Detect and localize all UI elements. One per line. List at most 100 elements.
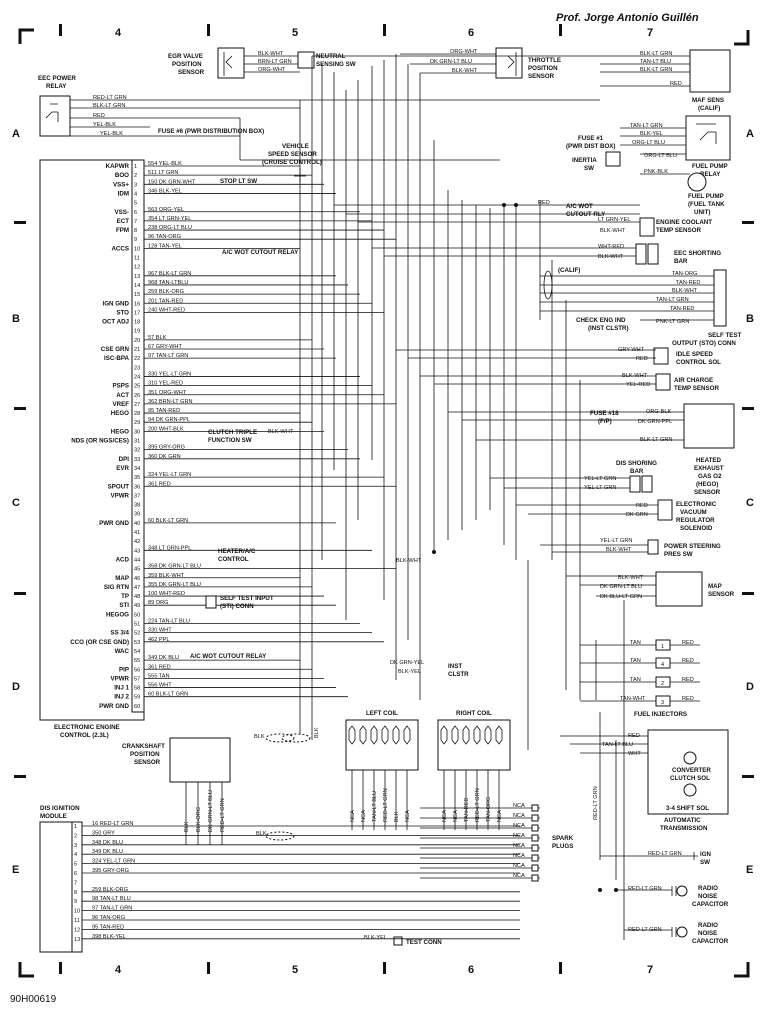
- radio-cap2-label-2: NOISE: [698, 930, 717, 937]
- coil-wire: NCA: [497, 810, 503, 822]
- dis-module-label-1: DIS IGNITION: [40, 805, 80, 812]
- dis-pin-number: 12: [74, 927, 80, 933]
- ecu-pin-wire: 556 WHT: [148, 683, 172, 689]
- maf-sensor-box: [689, 49, 731, 93]
- wire-maf-3: BLK-LT GRN: [640, 67, 672, 73]
- ecu-pin-number: 38: [134, 503, 140, 509]
- egr-label-1: EGR VALVE: [168, 53, 203, 60]
- wire-ps-2: BLK-WHT: [606, 547, 632, 553]
- eec-relay-label-2: RELAY: [46, 83, 67, 90]
- spark-plug-wire: NCA: [513, 853, 525, 859]
- maf-wires: BLK-LT GRN TAN-LT BLU BLK-LT GRN RED: [600, 51, 690, 87]
- map-sensor-box: [655, 571, 703, 607]
- ecu-pin-wire: 330 WHT: [148, 628, 172, 634]
- ecu-pin-wire: 201 TAN-RED: [148, 298, 183, 304]
- heater-ac-label-2: CONTROL: [218, 556, 249, 563]
- dis-pin-number: 8: [74, 890, 77, 896]
- ect-label-2: TEMP SENSOR: [656, 227, 701, 234]
- spark-plug-wire: NCA: [513, 843, 525, 849]
- zone-right-e: E: [746, 864, 753, 876]
- idle-speed-sol-box: [653, 347, 669, 365]
- dis-shorting-label-1: DIS SHORING: [616, 460, 657, 467]
- corner-marks: [18, 28, 750, 978]
- dis-pin-wire: 350 GRY: [92, 830, 115, 836]
- ecu-pin-number: 54: [134, 649, 140, 655]
- wire-eec-5: YEL-BLK: [100, 131, 123, 137]
- wire-sto-3: BLK-WHT: [672, 288, 698, 294]
- ecu-pin-wire: 60 BLK-LT GRN: [148, 692, 188, 698]
- dis-connector: [71, 821, 83, 953]
- coil-wire: TAN-ORG: [486, 797, 492, 822]
- ecu-pin-number: 42: [134, 539, 140, 545]
- ecu-pin-wire: 462 PPL: [148, 637, 169, 643]
- ecu-pin-label: OCT ADJ: [102, 319, 129, 326]
- ecu-pin-number: 10: [134, 246, 140, 252]
- eec-shorting-label-1: EEC SHORTING: [674, 250, 721, 257]
- ecu-pin-number: 40: [134, 521, 140, 527]
- ecu-pin-wire: 359 BLK-WHT: [148, 573, 185, 579]
- zone-left-a: A: [12, 128, 20, 140]
- ecu-pin-label: INJ 2: [114, 694, 129, 701]
- dis-pin-number: 7: [74, 880, 77, 886]
- ecu-pin-label: INJ 1: [114, 685, 129, 692]
- wire-map-2: DK GRN-LT BLU: [600, 584, 642, 590]
- wire-inst-2: BLK-YEL: [398, 669, 421, 675]
- ecu-pin-wire: 555 TAN: [148, 673, 170, 679]
- ecu-pin-number: 3: [134, 182, 137, 188]
- converter-label-1: CONVERTER: [672, 767, 711, 774]
- dis-pin-number: 10: [74, 909, 80, 915]
- ecu-pin-label: KAPWR: [106, 163, 130, 170]
- wire-eec-2: BLK-LT GRN: [93, 103, 125, 109]
- zone-right-b: B: [746, 313, 754, 325]
- left-coil-label: LEFT COIL: [366, 710, 398, 717]
- ecu-pin-number: 41: [134, 530, 140, 536]
- fuse1-label-2: (PWR DIST BOX): [566, 143, 616, 150]
- ecu-pin-label: ECT: [117, 218, 130, 225]
- spark-plugs-label-2: PLUGS: [552, 843, 573, 850]
- wire-cap1: RED-LT GRN: [628, 886, 662, 892]
- throttle-label-1: THROTTLE: [528, 57, 561, 64]
- eec-relay-box: [39, 95, 71, 137]
- crank-label-1: CRANKSHAFT: [122, 743, 165, 750]
- ecu-pin-number: 11: [134, 256, 140, 262]
- wire-ac-wot: RED: [538, 200, 550, 206]
- self-test-label-2: OUTPUT (STO) CONN: [672, 340, 736, 347]
- coil-wire: RED-LT GRN: [475, 788, 481, 822]
- ecu-pin-label: PSPS: [112, 383, 129, 390]
- wire-hego-2: DK GRN-PPL: [638, 419, 672, 425]
- clutch-triple-label-2: FUNCTION SW: [208, 437, 252, 444]
- crank-sensor-box: [169, 737, 231, 783]
- crank-wire: RED-LT GRN: [220, 798, 226, 832]
- ecu-pin-number: 55: [134, 658, 140, 664]
- inertia-label-2: SW: [584, 165, 594, 172]
- wire-red-lt-grn-vert: RED-LT GRN: [593, 786, 599, 820]
- ecu-pin-wire: 128 TAN-YEL: [148, 243, 182, 249]
- ecu-pin-label: TP: [121, 593, 129, 600]
- wire-throttle-1: ORG-WHT: [450, 49, 478, 55]
- ecu-pin-number: 58: [134, 686, 140, 692]
- ecu-pin-wire: 224 TAN-LT BLU: [148, 619, 190, 625]
- ecu-pin-label: HEGOG: [106, 611, 129, 618]
- ecu-pin-label: ISC-BPA: [104, 355, 130, 362]
- egr-label-3: SENSOR: [178, 69, 205, 76]
- wire-ect-1: LT GRN-YEL: [598, 217, 630, 223]
- ecu-pin-wire: 60 BLK-LT GRN: [148, 518, 188, 524]
- right-coil-label: RIGHT COIL: [456, 710, 492, 717]
- coil-wire: NCA: [405, 810, 411, 822]
- ecu-pin-wire: 358 DK GRN-LT BLU: [148, 564, 201, 570]
- ecu-pin-label: VSS-: [115, 209, 129, 216]
- clutch-triple-label-1: CLUTCH TRIPLE: [208, 429, 257, 436]
- ecu-pin-number: 5: [134, 201, 137, 207]
- wire-blk-crank2: BLK: [256, 831, 267, 837]
- ecu-pin-number: 57: [134, 676, 140, 682]
- coil-wire: NCA: [442, 810, 448, 822]
- dis-pin-wire: 348 DK BLU: [92, 840, 123, 846]
- wire-map-1: BLK-WHT: [618, 575, 644, 581]
- egr-label-2: POSITION: [172, 61, 202, 68]
- fuel-injector-number: 4: [661, 662, 664, 668]
- ac-wot-label-2: CUTOUT RLY: [566, 211, 606, 218]
- ps-label-1: POWER STEERING: [664, 543, 721, 550]
- ecu-pin-wire: 511 LT GRN: [148, 170, 178, 176]
- ecu-pin-label: SPOUT: [108, 483, 130, 490]
